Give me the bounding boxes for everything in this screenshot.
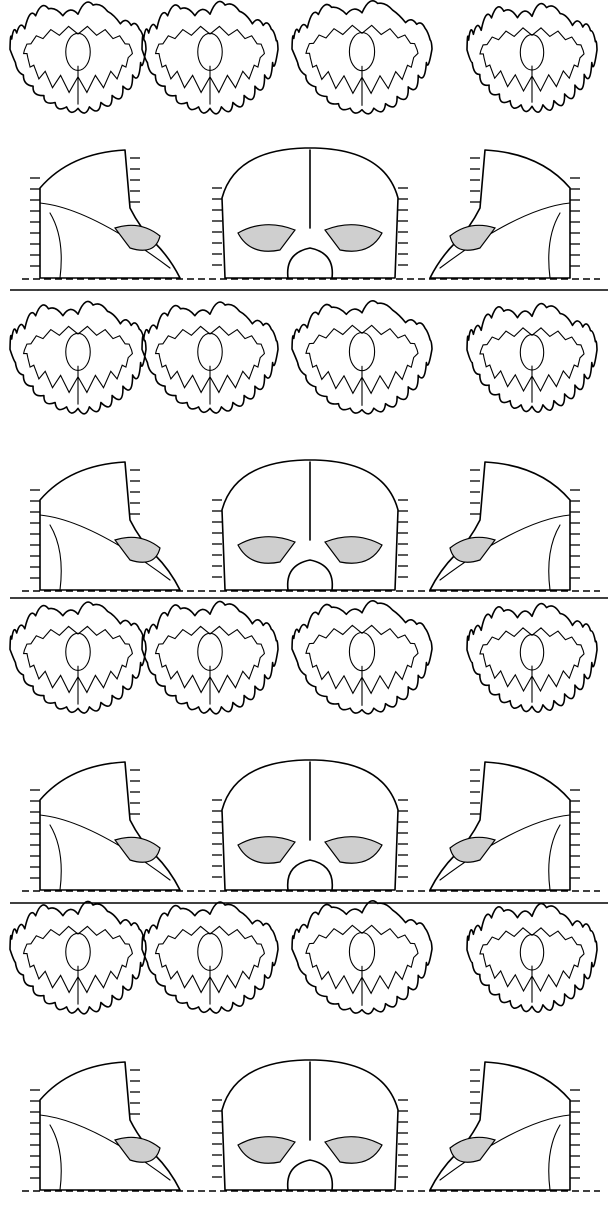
brainstem xyxy=(288,560,333,590)
sulcus-line xyxy=(50,825,61,890)
coronal-section xyxy=(142,902,278,1013)
coronal-section xyxy=(467,304,597,413)
lesion-area xyxy=(325,1137,382,1164)
coronal-section xyxy=(10,301,146,413)
panel-case-4 xyxy=(10,901,600,1191)
sulcus-line xyxy=(549,825,560,890)
coronal-section xyxy=(467,904,597,1013)
left-lateral-view xyxy=(30,150,180,278)
coronal-section xyxy=(292,301,432,414)
ventricle xyxy=(520,35,543,70)
ventricle xyxy=(349,32,374,70)
left-lateral-view xyxy=(30,1062,180,1190)
ventricle xyxy=(520,935,543,970)
sulcus-line xyxy=(549,525,560,590)
lesion-area xyxy=(115,537,160,562)
ventricle xyxy=(349,332,374,370)
coronal-section xyxy=(467,4,597,113)
views-row xyxy=(30,760,580,890)
brainstem xyxy=(288,248,333,278)
ventricle xyxy=(198,33,222,70)
views-row xyxy=(30,148,580,278)
coronal-section xyxy=(142,601,278,713)
section-row xyxy=(10,1,597,114)
sulcus-line xyxy=(50,213,61,278)
views-row xyxy=(30,1060,580,1190)
lesion-area xyxy=(238,537,295,564)
views-row xyxy=(30,460,580,590)
ventricle xyxy=(198,333,222,370)
lesion-area xyxy=(115,1137,160,1162)
ventricle xyxy=(66,33,90,70)
right-lateral-view xyxy=(430,762,580,890)
coronal-section xyxy=(10,901,146,1013)
frontal-view xyxy=(212,460,408,590)
panel-case-3 xyxy=(10,601,600,891)
section-row xyxy=(10,601,597,714)
ventricle xyxy=(66,333,90,370)
ventricle xyxy=(349,932,374,970)
lesion-area xyxy=(115,225,160,250)
brainstem xyxy=(288,1160,333,1190)
lesion-area xyxy=(238,225,295,252)
sulcus-line xyxy=(549,213,560,278)
lesion-area xyxy=(325,537,382,564)
ventricle xyxy=(349,632,374,670)
frontal-view xyxy=(212,1060,408,1190)
coronal-section xyxy=(292,901,432,1014)
coronal-section xyxy=(10,2,146,113)
lesion-area xyxy=(450,537,495,562)
coronal-section xyxy=(142,1,278,113)
ventricle xyxy=(198,633,222,670)
ventricle xyxy=(198,933,222,970)
brainstem xyxy=(288,860,333,890)
lesion-area xyxy=(238,837,295,864)
ventricle xyxy=(66,933,90,970)
sulcus-line xyxy=(549,1125,560,1190)
ventricle xyxy=(520,335,543,370)
coronal-section xyxy=(292,601,432,714)
lesion-area xyxy=(450,837,495,862)
ventricle xyxy=(66,633,90,670)
lesion-area xyxy=(238,1137,295,1164)
ventricle xyxy=(520,635,543,670)
lesion-area xyxy=(325,225,382,252)
lesion-area xyxy=(325,837,382,864)
right-lateral-view xyxy=(430,462,580,590)
lesion-area xyxy=(115,837,160,862)
left-lateral-view xyxy=(30,762,180,890)
coronal-section xyxy=(292,1,432,114)
frontal-view xyxy=(212,148,408,278)
sulcus-line xyxy=(50,525,61,590)
right-lateral-view xyxy=(430,1062,580,1190)
lesion-area xyxy=(450,1137,495,1162)
section-row xyxy=(10,901,597,1014)
right-lateral-view xyxy=(430,150,580,278)
coronal-section xyxy=(10,602,146,713)
lesion-area xyxy=(450,225,495,250)
panel-case-1 xyxy=(10,1,600,279)
coronal-section xyxy=(467,604,597,713)
coronal-section xyxy=(142,302,278,413)
section-row xyxy=(10,301,597,414)
left-lateral-view xyxy=(30,462,180,590)
frontal-view xyxy=(212,760,408,890)
sulcus-line xyxy=(50,1125,61,1190)
panel-case-2 xyxy=(10,301,600,591)
